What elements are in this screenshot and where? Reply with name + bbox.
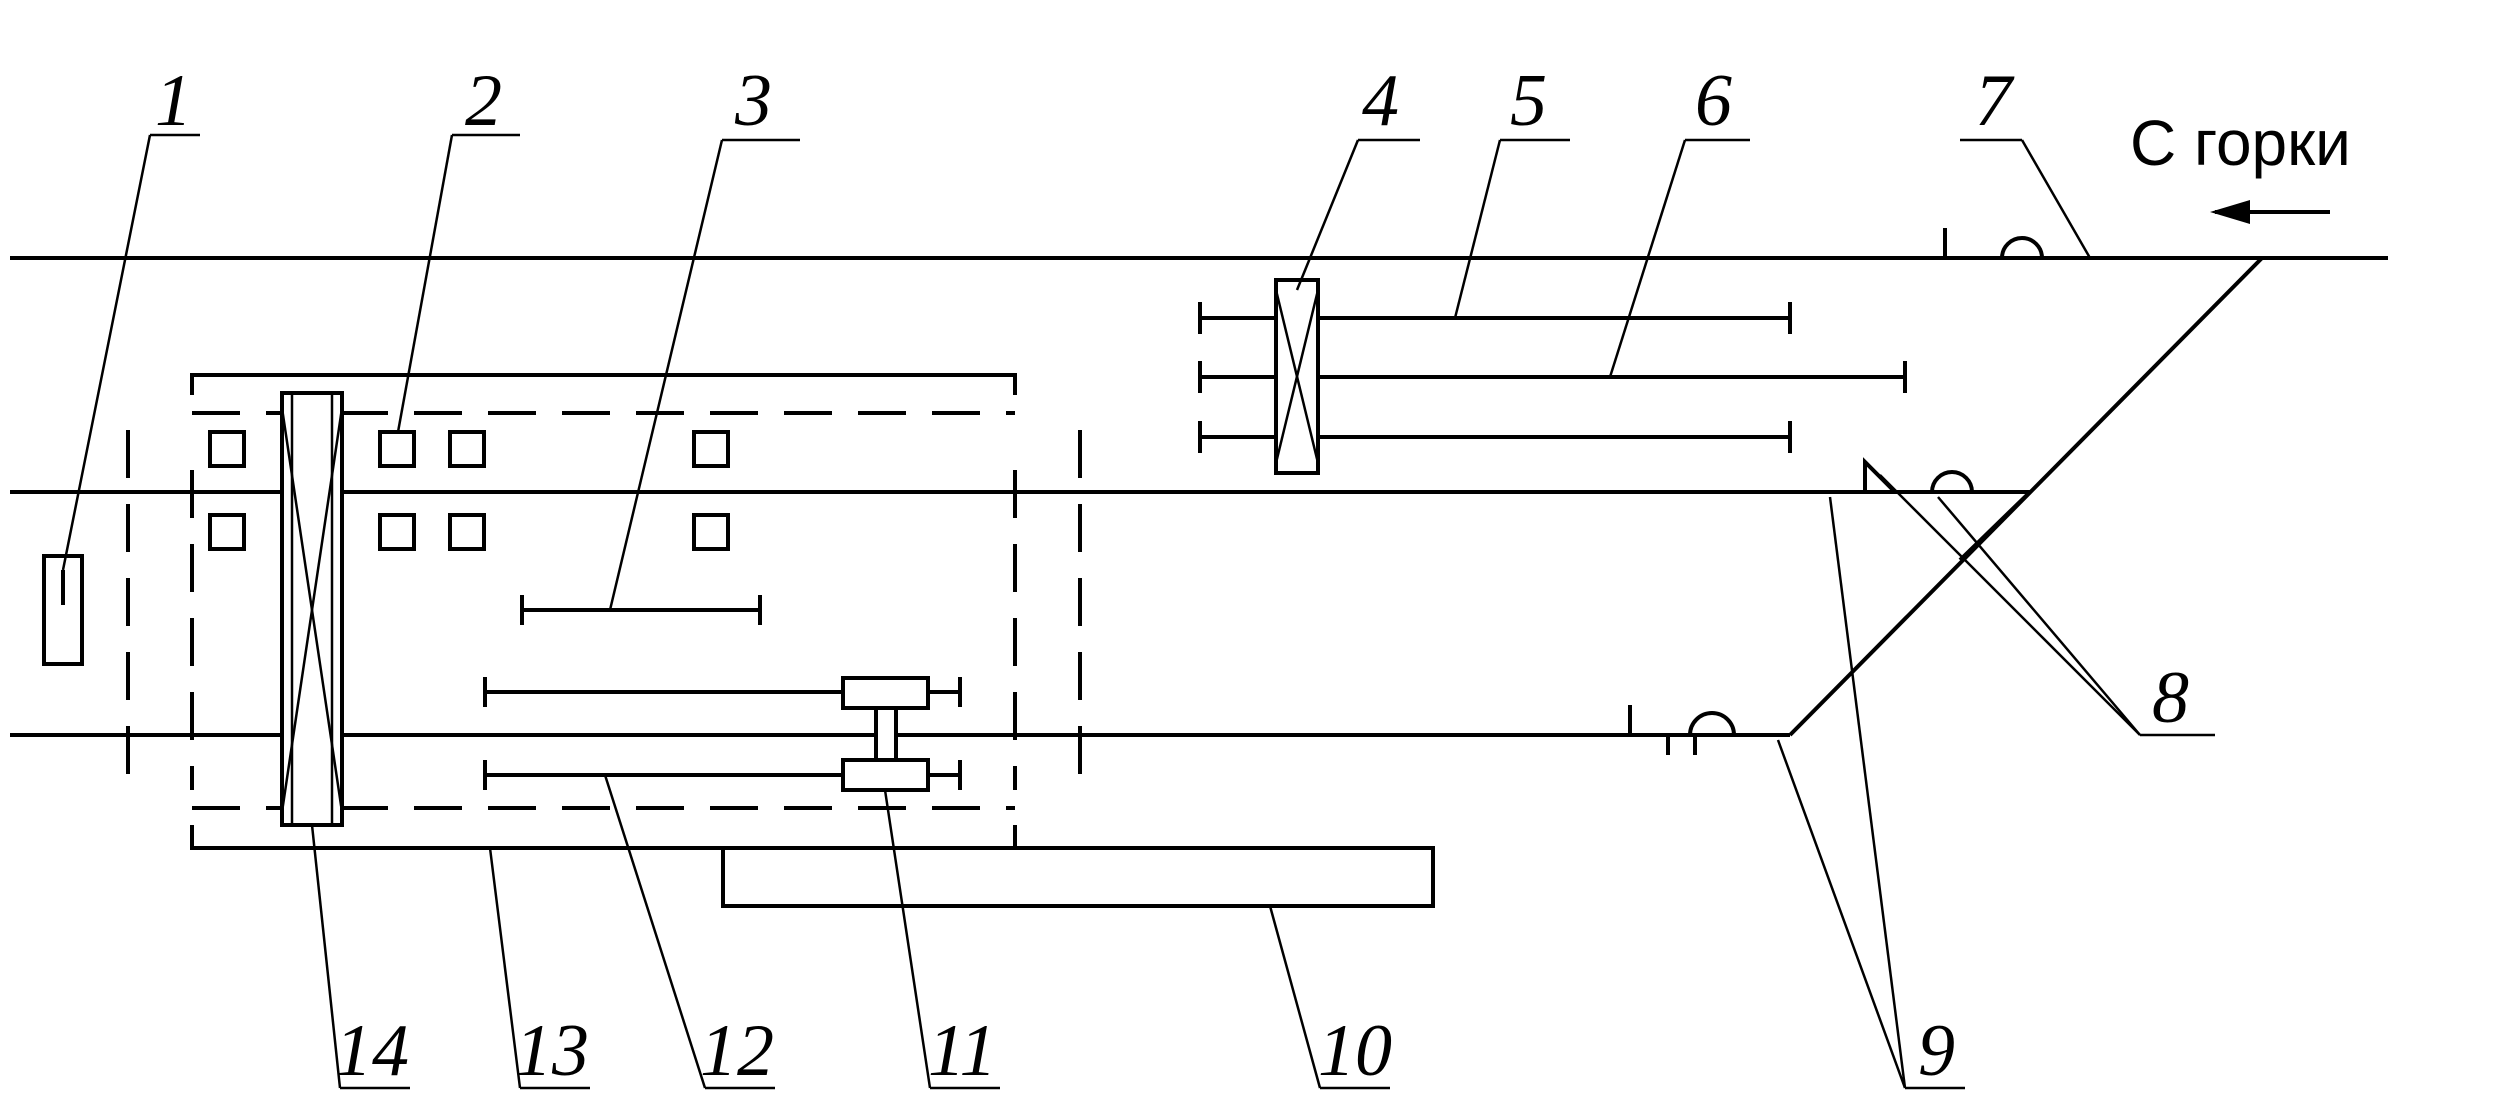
item-10-platform: [721, 846, 1435, 908]
callout-13: 13: [515, 1010, 589, 1092]
item-3-repair-line: [520, 595, 762, 625]
item-1-post: [42, 554, 84, 666]
depot-building: [126, 373, 1082, 850]
callout-6: 6: [1695, 60, 1732, 142]
callout-10: 10: [1318, 1010, 1392, 1092]
callout-labels: 1 2 3 4 5 6 7 8 9 10 11 12 13 14: [155, 60, 2189, 1092]
item-11-lift-device: [841, 676, 930, 792]
callout-1: 1: [155, 60, 192, 142]
callout-7: 7: [1975, 60, 2015, 142]
callout-4: 4: [1362, 60, 1399, 142]
connecting-track-branch: [1958, 490, 2032, 562]
callout-5: 5: [1510, 60, 1547, 142]
callout-14: 14: [335, 1010, 409, 1092]
item-4-gantry-crane: [1274, 278, 1320, 475]
leader-lines: [61, 133, 2215, 1090]
direction-label: С горки: [2130, 107, 2351, 179]
callout-11: 11: [928, 1010, 997, 1092]
direction-arrow: [2210, 200, 2330, 224]
callout-3: 3: [734, 60, 772, 142]
callout-2: 2: [465, 60, 502, 142]
callout-8: 8: [2152, 657, 2189, 739]
building-columns: [208, 430, 730, 551]
item-14-overhead-crane: [280, 391, 344, 827]
signals: [1628, 228, 2044, 755]
callout-12: 12: [700, 1010, 774, 1092]
callout-9: 9: [1918, 1010, 1955, 1092]
